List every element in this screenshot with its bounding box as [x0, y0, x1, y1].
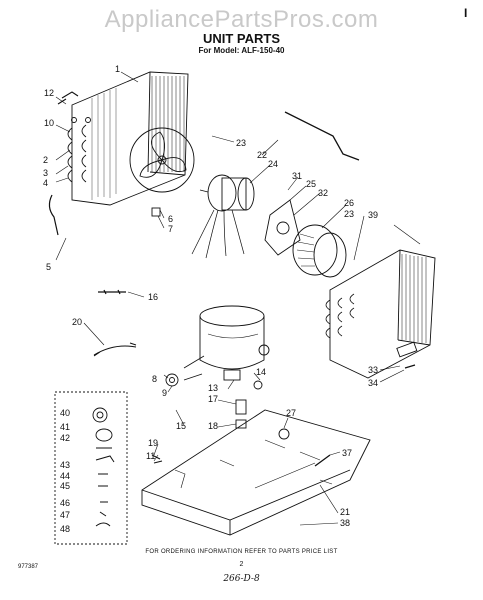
- fan-motor: [191, 174, 255, 259]
- motor-bracket: [264, 199, 301, 256]
- base-pan: [141, 409, 371, 536]
- callout-22: 22: [257, 150, 267, 160]
- callout-6: 6: [168, 214, 173, 224]
- callout-34: 34: [368, 378, 378, 388]
- callout-41: 41: [60, 422, 70, 432]
- callout-16: 16: [148, 292, 158, 302]
- callout-20: 20: [72, 317, 82, 327]
- callout-5: 5: [46, 262, 51, 272]
- callout-32: 32: [318, 188, 328, 198]
- callout-43: 43: [60, 460, 70, 470]
- callout-4: 4: [43, 178, 48, 188]
- callout-47: 47: [60, 510, 70, 520]
- callout-48: 48: [60, 524, 70, 534]
- handwritten-note: 266-D-8: [223, 574, 260, 584]
- callout-13: 13: [208, 383, 218, 393]
- callout-27: 27: [286, 408, 296, 418]
- callout-26: 26: [344, 198, 354, 208]
- callout-39: 39: [368, 210, 378, 220]
- callout-11: 11: [146, 451, 155, 461]
- callout-45: 45: [60, 481, 70, 491]
- callout-10: 10: [44, 118, 54, 128]
- model-subtitle: For Model: ALF-150-40: [198, 46, 285, 55]
- callout-17: 17: [208, 394, 218, 404]
- page-number: 2: [239, 561, 244, 568]
- callout-15: 15: [176, 421, 186, 431]
- ordering-note: FOR ORDERING INFORMATION REFER TO PARTS …: [145, 549, 338, 555]
- callout-21: 21: [340, 507, 350, 517]
- callout-38: 38: [340, 518, 350, 528]
- callout-14: 14: [256, 367, 266, 377]
- blower-wheel: [292, 224, 347, 278]
- callout-37: 37: [342, 448, 352, 458]
- callout-1: 1: [115, 64, 120, 74]
- callout-18: 18: [208, 421, 218, 431]
- callout-33: 33: [368, 365, 378, 375]
- corner-mark: I: [464, 6, 468, 20]
- callout-40: 40: [60, 408, 70, 418]
- callout-25: 25: [306, 179, 316, 189]
- condenser-coil: [325, 249, 436, 379]
- leader-lines: [55, 71, 421, 526]
- callout-7: 7: [168, 224, 173, 234]
- callout-31: 31: [292, 171, 302, 181]
- callout-19: 19: [148, 438, 158, 448]
- callout-23a: 23: [236, 138, 246, 148]
- callout-44: 44: [60, 471, 70, 481]
- callout-2: 2: [43, 155, 48, 165]
- callout-42: 42: [60, 433, 70, 443]
- callout-12: 12: [44, 88, 54, 98]
- capacitor-kit-box: [54, 391, 128, 545]
- watermark: AppliancePartsPros.com: [104, 6, 379, 33]
- callout-46: 46: [60, 498, 70, 508]
- callout-23b: 23: [344, 209, 354, 219]
- callout-8: 8: [152, 374, 157, 384]
- callout-labels: 1 2 3 4 5 6 7 8 9 10 11 12 13 14 15 16 1…: [43, 64, 378, 534]
- small-parts: [93, 289, 290, 464]
- callout-9: 9: [162, 388, 167, 398]
- callout-3: 3: [43, 168, 48, 178]
- page-title: UNIT PARTS: [202, 31, 281, 46]
- figure-code: 977387: [18, 564, 39, 570]
- compressor: [183, 305, 270, 381]
- evaporator-fan: [129, 127, 195, 217]
- evaporator-coil: [48, 71, 189, 236]
- support-rod: [284, 111, 360, 161]
- callout-24: 24: [268, 159, 278, 169]
